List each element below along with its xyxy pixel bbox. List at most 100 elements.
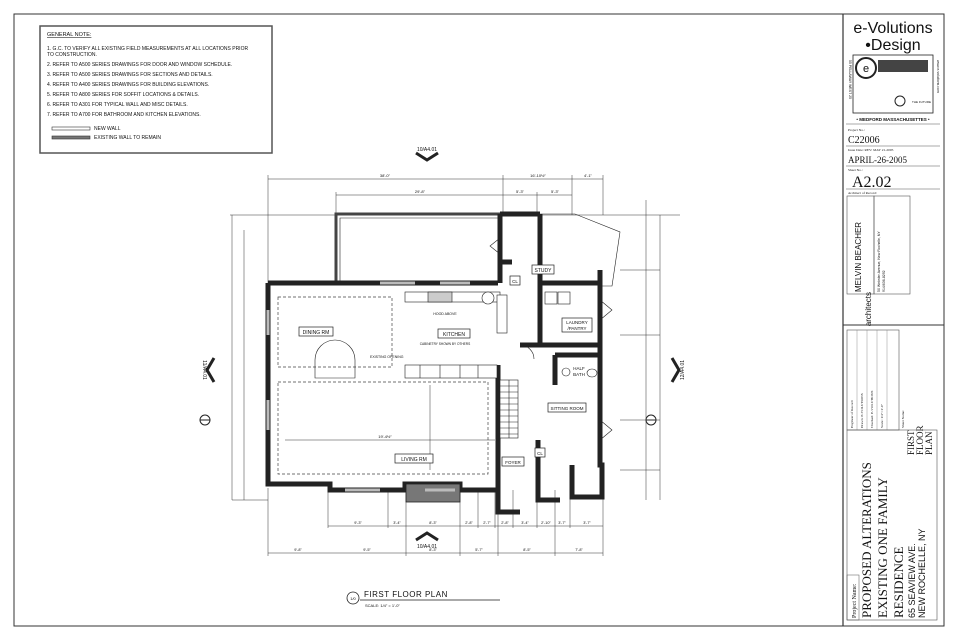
architect-name: MELVIN BEACHER xyxy=(854,222,863,292)
room-pantry: /PANTRY xyxy=(567,326,586,331)
architect-sub: architects xyxy=(864,292,873,326)
svg-text:2'-8": 2'-8" xyxy=(465,521,473,525)
cabinetry-note: CABINETRY SHOWN BY OTHERS xyxy=(420,342,470,346)
note: 4. REFER TO A400 SERIES DRAWINGS FOR BUI… xyxy=(47,82,209,88)
note: 5. REFER TO A800 SERIES FOR SOFFIT LOCAT… xyxy=(47,92,199,98)
issue-date: APRIL-26-2005 xyxy=(848,155,907,165)
svg-text:NEW ROCHELLE, NY: NEW ROCHELLE, NY xyxy=(917,528,927,618)
svg-text:8'-5": 8'-5" xyxy=(523,548,531,552)
note: 1. G.C. TO VERIFY ALL EXISTING FIELD MEA… xyxy=(47,46,248,52)
svg-text:5'-7": 5'-7" xyxy=(475,548,483,552)
svg-text:55 PELLAWAY WEST 25: 55 PELLAWAY WEST 25 xyxy=(848,60,852,99)
note: 2. REFER TO A500 SERIES DRAWINGS FOR DOO… xyxy=(47,62,232,68)
svg-text:2'-7": 2'-7" xyxy=(483,521,491,525)
closet-2: CL xyxy=(537,451,543,456)
svg-text:3'-4": 3'-4" xyxy=(521,521,529,525)
note: 3. REFER TO A500 SERIES DRAWINGS FOR SEC… xyxy=(47,72,213,78)
svg-text:9'-8": 9'-8" xyxy=(294,548,302,552)
notes-title: GENERAL NOTE: xyxy=(47,32,92,38)
plan-title-block: 1/0 FIRST FLOOR PLAN SCALE: 1/4" = 1'-0" xyxy=(346,590,500,608)
svg-text:EXISTING ONE FAMILY: EXISTING ONE FAMILY xyxy=(875,477,890,618)
svg-text:7'-8": 7'-8" xyxy=(575,548,583,552)
fireplace xyxy=(405,483,461,503)
svg-text:Issue Date: REV: MAY 21-2005: Issue Date: REV: MAY 21-2005 xyxy=(848,148,894,152)
sheet-name: FIRST xyxy=(906,430,916,455)
dimensions-bottom: 9'-3" 3'-4" 8'-3" 2'-8" 2'-7" 2'-8" 3'-4… xyxy=(267,488,604,556)
svg-text:Project No.:: Project No.: xyxy=(848,128,865,132)
svg-text:914/636-8292: 914/636-8292 xyxy=(882,270,886,292)
firm-name: e-Volutions xyxy=(853,20,932,37)
firm-city: • MEDFORD MASSACHUSETTES • xyxy=(856,117,930,122)
stairs xyxy=(499,379,519,439)
svg-text:Sheet No.:: Sheet No.: xyxy=(848,168,863,172)
closet-1: CL xyxy=(512,279,518,284)
svg-text:5'-3": 5'-3" xyxy=(516,189,525,194)
living-dimension: 19'-4½" xyxy=(378,434,392,439)
note: 6. REFER TO A301 FOR TYPICAL WALL AND MI… xyxy=(47,102,188,108)
svg-text:38'-0": 38'-0" xyxy=(380,173,391,178)
section-marker-left: 11/A4.01 xyxy=(201,357,216,383)
svg-text:3'-7": 3'-7" xyxy=(558,521,566,525)
checked-by: Checked: E-VOLUTIONS xyxy=(870,391,874,428)
svg-text:4'-1": 4'-1" xyxy=(584,173,593,178)
svg-text:29'-8": 29'-8" xyxy=(415,189,426,194)
svg-text:10/A4.01: 10/A4.01 xyxy=(417,147,437,153)
svg-text:www.e-volutions.com: www.e-volutions.com xyxy=(936,60,940,93)
svg-text:FLOOR: FLOOR xyxy=(915,425,925,455)
section-marker-top: 10/A4.01 xyxy=(415,147,439,162)
section-marker-bottom: 10/A4.01 xyxy=(415,531,439,550)
note: 7. REFER TO A700 FOR BATHROOM AND KITCHE… xyxy=(47,112,201,118)
room-half-bath-2: BATH xyxy=(573,372,585,377)
svg-text:2'-10": 2'-10" xyxy=(541,521,551,525)
room-study: STUDY xyxy=(535,268,553,274)
firm-name-2: •Design xyxy=(865,37,920,54)
drawn-by: Drawn: E-VOLUTIONS xyxy=(860,393,864,428)
svg-text:8'-3": 8'-3" xyxy=(429,521,437,525)
dimensions-sides xyxy=(231,200,661,501)
svg-text:Engineer of Record:: Engineer of Record: xyxy=(850,400,854,428)
room-labels: DINING RM KITCHEN LIVING RM STUDY LAUNDR… xyxy=(298,264,593,467)
section-marker-right: 12/A4.01 xyxy=(670,357,686,383)
svg-text:5'-3": 5'-3" xyxy=(551,189,560,194)
dimensions-top: 38'-0" 16'-10½" 4'-1" 29'-8" 5'-3" 5'-3" xyxy=(230,173,680,290)
plan-title: FIRST FLOOR PLAN xyxy=(364,590,448,599)
svg-text:2'-8": 2'-8" xyxy=(501,521,509,525)
floor-plan: 19'-4½" xyxy=(265,211,621,515)
svg-text:16'-10½": 16'-10½" xyxy=(530,173,546,178)
room-sitting: SITTING ROOM xyxy=(551,406,584,411)
legend-new-wall: NEW WALL xyxy=(94,126,121,132)
room-living: LIVING RM xyxy=(401,457,427,463)
firm-logo: e THE FUTURE 55 PELLAWAY WEST 25 www.e-v… xyxy=(848,54,940,114)
plan-number: 1/0 xyxy=(350,596,356,601)
hood-note: HOOD ABOVE xyxy=(433,312,457,316)
svg-text:3'-7": 3'-7" xyxy=(583,521,591,525)
room-laundry: LAUNDRY xyxy=(566,320,587,325)
svg-text:9'-3": 9'-3" xyxy=(354,521,362,525)
project-address: 65 SEAVIEW AVE. xyxy=(907,543,917,618)
plan-scale: SCALE: 1/4" = 1'-0" xyxy=(365,603,400,608)
room-kitchen: KITCHEN xyxy=(443,332,465,338)
sheet-number: A2.02 xyxy=(852,174,892,191)
title-block: e-Volutions •Design e THE FUTURE 55 PELL… xyxy=(842,14,944,626)
svg-text:3'-4": 3'-4" xyxy=(393,521,401,525)
svg-text:THE FUTURE: THE FUTURE xyxy=(912,100,931,104)
scale-field: Scale: 1/4"=1'-0" xyxy=(880,403,884,428)
svg-text:RESIDENCE: RESIDENCE xyxy=(891,546,906,618)
svg-text:Project Name:: Project Name: xyxy=(852,583,858,618)
room-dining: DINING RM xyxy=(303,330,330,336)
svg-text:Sheet Name:: Sheet Name: xyxy=(901,410,905,428)
general-notes: GENERAL NOTE: 1. G.C. TO VERIFY ALL EXIS… xyxy=(39,25,273,154)
svg-text:Architect of Record:: Architect of Record: xyxy=(848,191,877,195)
legend-existing-wall: EXISTING WALL TO REMAIN xyxy=(94,135,161,141)
sheet-border xyxy=(13,13,945,627)
note: TO CONSTRUCTION. xyxy=(47,52,97,58)
project-number: C22006 xyxy=(848,135,880,146)
room-foyer: FOYER xyxy=(505,460,521,465)
svg-text:e: e xyxy=(863,63,869,75)
svg-text:PLAN: PLAN xyxy=(924,431,934,455)
svg-text:12/A4.01: 12/A4.01 xyxy=(680,360,686,380)
svg-text:50 Webster Avenue, New Rochell: 50 Webster Avenue, New Rochelle, NY xyxy=(877,231,881,292)
svg-text:9'-5": 9'-5" xyxy=(363,548,371,552)
svg-text:10/A4.01: 10/A4.01 xyxy=(417,544,437,550)
